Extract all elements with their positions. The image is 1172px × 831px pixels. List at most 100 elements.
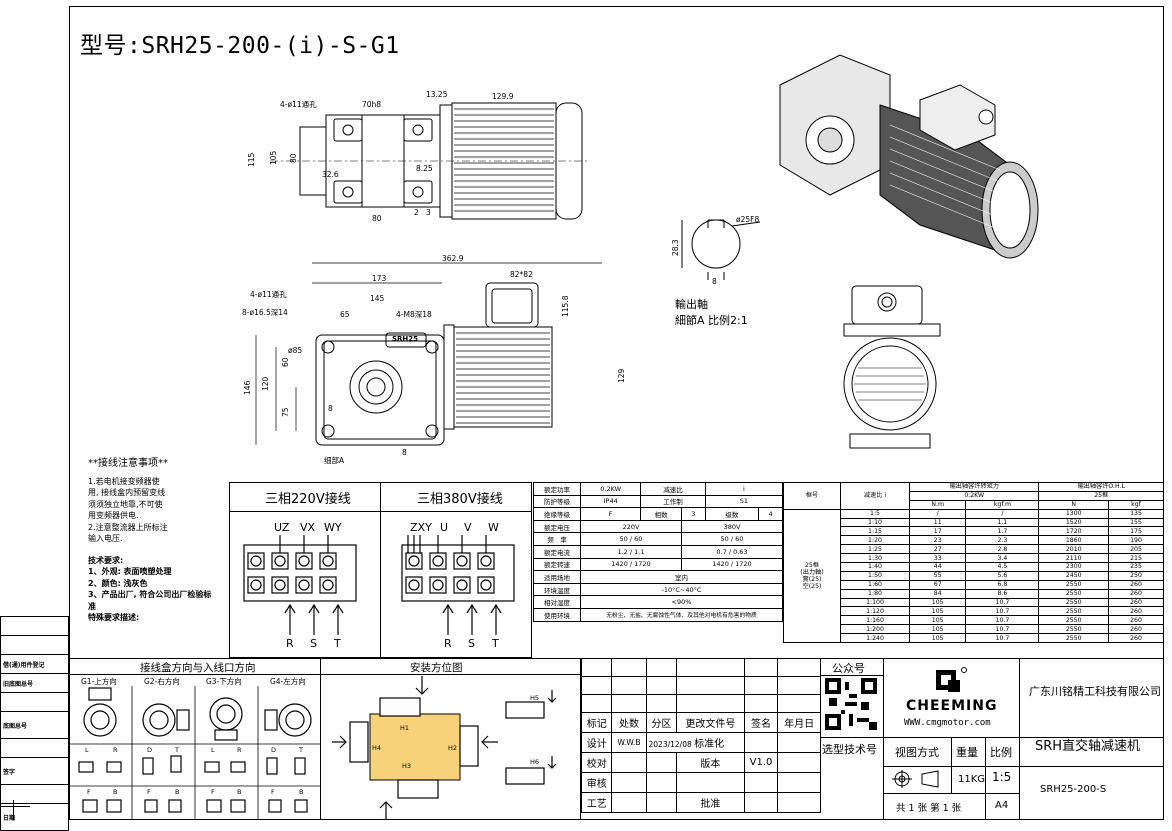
spec-cell: 4	[758, 507, 783, 521]
rtb-v4	[985, 737, 986, 820]
torque-cell: 175	[1108, 526, 1164, 537]
tb-approve: 批准	[676, 792, 745, 813]
input-s: S	[310, 637, 317, 650]
label-vx: VX	[300, 521, 316, 534]
direction-section	[69, 658, 321, 820]
torque-cell: 2550	[1038, 597, 1110, 608]
torque-cell: 10.7	[965, 597, 1040, 608]
torque-cell: 1:25	[840, 544, 910, 555]
torque-cell: 1:80	[840, 588, 910, 599]
detail-scale-label: 細節A 比例2:1	[675, 314, 748, 327]
torque-cell: 1:40	[840, 562, 910, 572]
lr-d: D	[147, 746, 152, 754]
model-line: 25框	[804, 561, 820, 569]
spec-cell: 额定电压	[533, 519, 581, 534]
rtb-h4	[883, 793, 1019, 794]
fb-f4: F	[271, 788, 275, 796]
spec-cell: 1420 / 1720	[680, 557, 784, 572]
input-t-380: T	[491, 637, 499, 650]
tb-version-label: 版本	[676, 752, 745, 773]
spec-cell: 工作制	[640, 494, 706, 509]
spec-cell: 使用环境	[533, 607, 581, 622]
install-h6: H6	[530, 758, 539, 766]
weight-label: 重量	[956, 746, 978, 759]
torque-cell: 1.1	[965, 517, 1040, 528]
model-title: 型号:SRH25-200-(i)-S-G1	[80, 33, 400, 59]
direction-title-line	[69, 674, 321, 675]
tb-date: 2023/12/08	[648, 740, 692, 749]
spec-cell: 1.2 / 1.1	[580, 544, 682, 559]
side-cell: 借(通)用件登记	[0, 654, 69, 674]
torque-cell: 2010	[1038, 544, 1110, 555]
wiring-divider	[380, 482, 381, 658]
lr-t2: T	[298, 746, 303, 754]
dim-145: 145	[370, 294, 385, 303]
scale-label: 比例	[990, 746, 1012, 759]
direction-title: 接线盒方向与入线口方向	[140, 662, 256, 674]
tb-design: 设计	[580, 732, 613, 753]
torque-cell: 1:15	[840, 526, 910, 537]
torque-cell: 67	[908, 579, 967, 590]
torque-cell: 33	[908, 553, 967, 564]
torque-cell: 260	[1108, 597, 1164, 608]
label-v: V	[464, 521, 472, 534]
side-cell: 签字	[0, 757, 69, 785]
torque-cell: 84	[908, 588, 967, 599]
note-line: 用, 接线盒内预留变线	[88, 488, 166, 497]
note-line: 2.注意整流器上所标注	[88, 522, 168, 532]
torque-cell: 3.4	[965, 553, 1040, 564]
dim-8a: 8	[328, 404, 333, 413]
unit-cell: N.m	[908, 499, 967, 510]
torque-cell: 260	[1108, 579, 1164, 590]
torque-cell: 105	[908, 633, 967, 644]
dim-129: 129	[617, 368, 626, 383]
side-cell: 底图总号	[0, 711, 69, 739]
spec-cell: 0.2KW	[579, 482, 642, 496]
install-h2: H2	[448, 744, 457, 752]
spec-cell: 适用场地	[533, 570, 581, 584]
torque-cell: 1300	[1038, 508, 1110, 519]
right-title-block	[821, 658, 1164, 820]
fb-b: B	[113, 788, 117, 796]
weight-value: 11KG	[958, 774, 986, 785]
spec-cell: <90%	[580, 595, 783, 609]
spec-cell: F	[579, 507, 642, 521]
product-name: SRH直交轴减速机	[1035, 739, 1141, 754]
torque-header-model: 框号	[783, 482, 841, 510]
dim-120: 120	[261, 376, 270, 391]
dim-70h8: 70h8	[362, 100, 381, 109]
spec-cell: 相对湿度	[533, 595, 581, 609]
torque-cell: 2300	[1038, 562, 1110, 572]
spec-cell: 50 / 60	[680, 532, 784, 546]
torque-cell: 2550	[1038, 588, 1110, 599]
lr-l: L	[85, 746, 89, 754]
spec-cell: 环境温度	[533, 582, 581, 597]
dim-115: 115	[247, 152, 256, 167]
input-t: T	[333, 637, 341, 650]
projection-symbol-icon	[892, 770, 939, 788]
side-cell: 日期	[0, 803, 69, 831]
dim-holes-top: 4-ø11通孔	[280, 99, 317, 109]
install-diagram: H1 H2 H3 H4 H5 H6	[332, 676, 557, 820]
torque-cell: 2.8	[965, 544, 1040, 555]
sheet-count: 共 1 张 第 1 张	[896, 803, 962, 814]
unit-cell: kgf	[1108, 499, 1164, 510]
dim-146: 146	[243, 380, 252, 395]
unit-cell: kgf.m	[965, 499, 1040, 510]
torque-cell: 105	[908, 615, 967, 626]
title-380v: 三相380V接线	[417, 492, 503, 507]
install-h4: H4	[372, 744, 381, 752]
torque-cell: 260	[1108, 624, 1164, 635]
spec-cell: 额定功率	[533, 482, 581, 496]
rtb-h1	[821, 675, 883, 676]
fb-b3: B	[237, 788, 241, 796]
spec-cell: IP44	[579, 494, 642, 509]
torque-cell: 1:160	[840, 615, 910, 626]
torque-cell: 260	[1108, 606, 1164, 617]
tech-line: 1、外观: 表面喷塑处理	[88, 567, 172, 576]
dim-80v: 80	[289, 153, 298, 163]
torque-cell: /	[908, 508, 967, 519]
terminal-380v: ZXY U V W R S T	[401, 521, 515, 650]
spec-cell: 级数	[704, 507, 760, 521]
